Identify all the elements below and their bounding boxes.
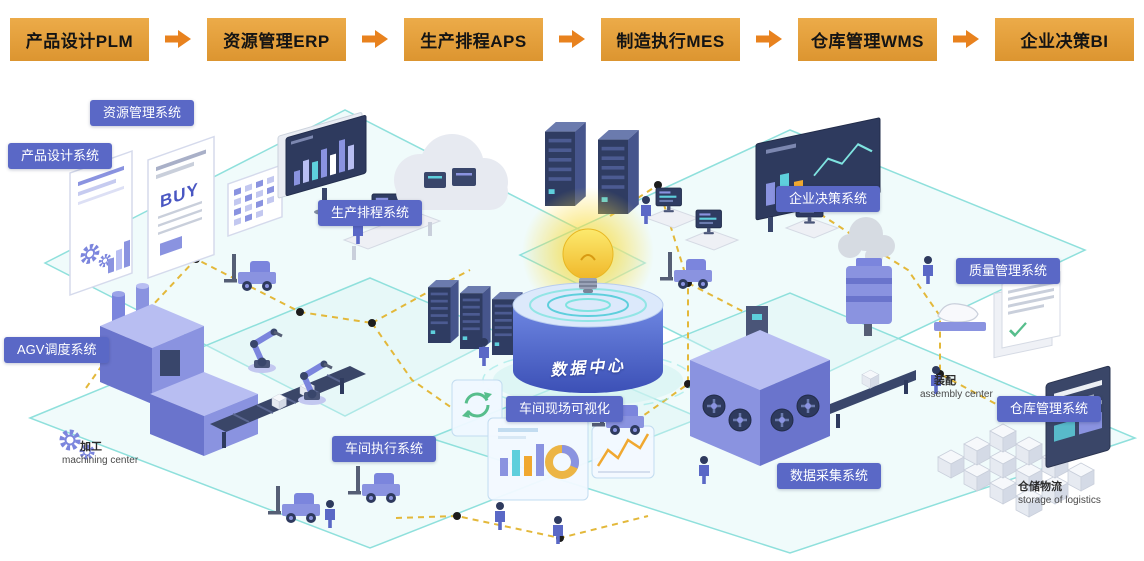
mes-workstations <box>641 187 840 251</box>
annotation-storage: 仓储物流 storage of logistics <box>1018 480 1101 507</box>
flow-step-erp[interactable]: 资源管理ERP <box>207 17 346 61</box>
flow-arrow-icon <box>953 29 979 49</box>
flow-step-mes[interactable]: 制造执行MES <box>601 17 740 61</box>
quality-inspection <box>934 271 1061 359</box>
data-collection-machine <box>690 306 916 466</box>
product-design-documents: BUY <box>69 135 215 297</box>
system-badge-quality-management: 质量管理系统 <box>956 258 1061 284</box>
system-badge-production-scheduling: 生产排程系统 <box>318 200 423 226</box>
flow-step-bi[interactable]: 企业决策BI <box>995 17 1134 61</box>
workshop-machinery <box>62 283 366 460</box>
flow-arrow-icon <box>362 29 388 49</box>
data-center <box>482 187 694 410</box>
annotation-assembly: 装配 assembly center <box>920 374 993 401</box>
system-badge-product-design: 产品设计系统 <box>8 143 113 169</box>
annotation-machining-en: machining center <box>62 455 139 467</box>
annotation-assembly-en: assembly center <box>920 389 993 401</box>
flow-step-wms[interactable]: 仓库管理WMS <box>798 17 937 61</box>
system-badge-warehouse-management: 仓库管理系统 <box>997 396 1102 422</box>
cloud-icon <box>394 134 508 210</box>
system-badge-data-collection: 数据采集系统 <box>777 463 882 489</box>
flow-step-aps[interactable]: 生产排程APS <box>404 17 543 61</box>
flow-arrow-icon <box>756 29 782 49</box>
system-badge-workshop-visualization: 车间现场可视化 <box>506 396 624 422</box>
system-badge-resource-management: 资源管理系统 <box>90 100 195 126</box>
annotation-storage-zh: 仓储物流 <box>1018 481 1062 493</box>
annotation-assembly-zh: 装配 <box>934 375 956 387</box>
annotation-machining: 加工 machining center <box>62 440 138 467</box>
light-bulb-icon <box>562 228 614 293</box>
flow-step-plm[interactable]: 产品设计PLM <box>10 17 149 61</box>
flow-arrow-icon <box>559 29 585 49</box>
steam-machine <box>838 217 895 336</box>
system-badge-enterprise-decision: 企业决策系统 <box>776 186 881 212</box>
system-badge-workshop-execution: 车间执行系统 <box>332 436 437 462</box>
system-badge-agv-dispatch: AGV调度系统 <box>4 337 110 363</box>
process-flow-bar: 产品设计PLM 资源管理ERP 生产排程APS 制造执行MES 仓库管理WMS … <box>0 17 1144 61</box>
flow-arrow-icon <box>165 29 191 49</box>
chart-screen <box>277 112 367 215</box>
annotation-machining-zh: 加工 <box>80 441 102 453</box>
annotation-storage-en: storage of logistics <box>1018 495 1101 507</box>
architecture-diagram: BUY <box>0 88 1144 561</box>
isometric-scene: BUY <box>27 109 1138 554</box>
visualization-dashboards <box>451 379 655 501</box>
calendar-panel <box>227 163 283 238</box>
